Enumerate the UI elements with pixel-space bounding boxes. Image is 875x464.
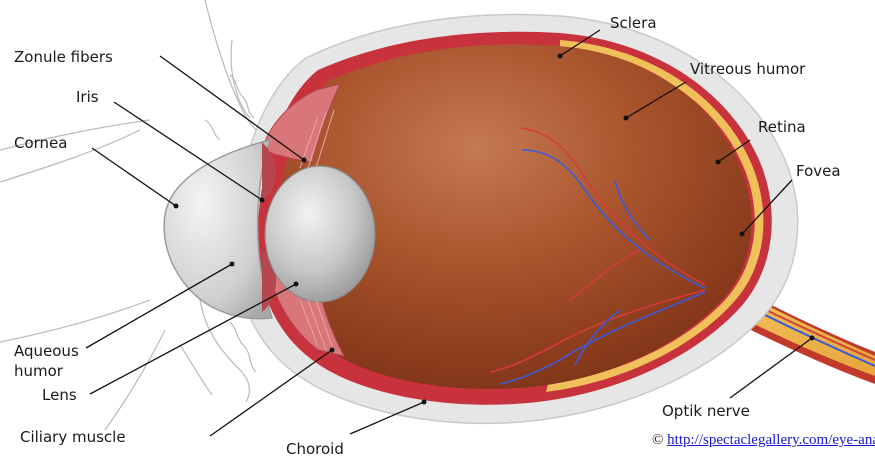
- label-sclera: Sclera: [610, 14, 657, 32]
- label-retina: Retina: [758, 118, 806, 136]
- label-fovea: Fovea: [796, 162, 841, 180]
- credit-line: © http://spectaclegallery.com/eye-anatom…: [652, 432, 874, 454]
- label-aqueous-humor-line1: Aqueous: [14, 342, 79, 360]
- label-zonule-fibers: Zonule fibers: [14, 48, 113, 66]
- copyright-symbol: ©: [652, 432, 663, 448]
- label-optic-nerve: Optik nerve: [662, 402, 750, 420]
- label-aqueous-humor-line2: humor: [14, 362, 64, 380]
- label-ciliary-muscle: Ciliary muscle: [20, 428, 126, 446]
- label-choroid: Choroid: [286, 440, 344, 458]
- label-cornea: Cornea: [14, 134, 67, 152]
- label-lens: Lens: [42, 386, 77, 404]
- cornea: [164, 140, 272, 319]
- lens: [265, 166, 375, 302]
- label-vitreous-humor: Vitreous humor: [690, 60, 806, 78]
- source-link[interactable]: http://spectaclegallery.com/eye-anatomy/: [667, 432, 875, 448]
- label-iris: Iris: [76, 88, 99, 106]
